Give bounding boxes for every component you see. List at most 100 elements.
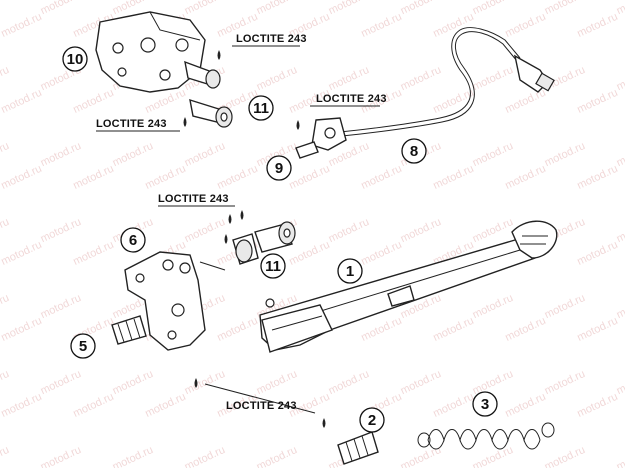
part-5-bolt [111, 315, 147, 345]
watermark-text: motod.ru [543, 368, 587, 397]
part-6-bracket [124, 251, 226, 351]
watermark-text: motod.ru [575, 239, 619, 268]
watermark-text: motod.ru [471, 64, 515, 93]
watermark-text: motod.ru [543, 444, 587, 468]
watermark-text: motod.ru [183, 0, 227, 17]
watermark-text: motod.ru [39, 292, 83, 321]
watermark-text: motod.ru [575, 87, 619, 116]
watermark-text: motod.ru [0, 315, 44, 344]
watermark-text: motod.ru [575, 391, 619, 420]
watermark-text: motod.ru [399, 444, 443, 468]
watermark-text: motod.ru [111, 368, 155, 397]
watermark-text: motod.ru [143, 163, 187, 192]
watermark-text: motod.ru [615, 0, 625, 17]
svg-text:6: 6 [129, 232, 137, 249]
part-10-bracket [95, 11, 221, 93]
watermark-text: motod.ru [39, 140, 83, 169]
watermark-text: motod.ru [327, 216, 371, 245]
watermark-text: motod.ru [359, 315, 403, 344]
watermark-text: motod.ru [143, 391, 187, 420]
loctite-drop-middle-c [224, 234, 228, 244]
watermark-text: motod.ru [615, 292, 625, 321]
watermark-text: motod.ru [359, 11, 403, 40]
part-1-side-stand [259, 220, 558, 353]
svg-text:10: 10 [67, 51, 84, 68]
watermark-text: motod.ru [71, 87, 115, 116]
callout-5: 5 [70, 333, 96, 359]
watermark-text: motod.ru [71, 391, 115, 420]
callout-11-upper: 11 [248, 95, 274, 121]
watermark-text: motod.ru [471, 368, 515, 397]
part-9-screw [295, 120, 319, 159]
watermark-text: motod.ru [0, 163, 44, 192]
callout-8: 8 [401, 138, 427, 164]
loctite-label-top-right: LOCTITE 243 [236, 33, 307, 45]
watermark-text: motod.ru [471, 0, 515, 17]
watermark-text: motod.ru [0, 292, 11, 321]
svg-text:8: 8 [410, 143, 418, 160]
watermark-text: motod.ru [431, 163, 475, 192]
loctite-drop-middle-b [240, 210, 244, 220]
loctite-drop-top [217, 50, 221, 60]
watermark-text: motod.ru [255, 368, 299, 397]
watermark-text: motod.ru [615, 368, 625, 397]
loctite-label-middle-left: LOCTITE 243 [158, 193, 229, 205]
watermark-text: motod.ru [471, 292, 515, 321]
watermark-text: motod.ru [503, 163, 547, 192]
watermark-text: motod.ru [471, 444, 515, 468]
watermark-text: motod.ru [287, 163, 331, 192]
callout-11-lower: 11 [260, 253, 286, 279]
watermark-text: motod.ru [543, 140, 587, 169]
watermark-text: motod.ru [215, 163, 259, 192]
part-2-bolt [322, 418, 379, 465]
watermark-text: motod.ru [399, 0, 443, 17]
svg-text:11: 11 [253, 100, 269, 117]
watermark-text: motod.ru [399, 368, 443, 397]
watermark-text: motod.ru [359, 163, 403, 192]
watermark-text: motod.ru [0, 239, 44, 268]
callout-3: 3 [472, 391, 498, 417]
loctite-drop-middle-a [228, 214, 232, 224]
watermark-text: motod.ru [575, 11, 619, 40]
watermark-text: motod.ru [0, 444, 11, 468]
watermark-text: motod.ru [503, 11, 547, 40]
watermark-text: motod.ru [471, 216, 515, 245]
part-8-sensor-cable [311, 27, 555, 151]
watermark-text: motod.ru [543, 292, 587, 321]
watermark-text: motod.ru [399, 64, 443, 93]
watermark-text: motod.ru [399, 216, 443, 245]
watermark-text: motod.ru [0, 391, 44, 420]
callout-10: 10 [62, 46, 88, 72]
svg-text:9: 9 [275, 160, 283, 177]
watermark-text: motod.ru [431, 315, 475, 344]
watermark-text: motod.ru [183, 368, 227, 397]
watermark-text: motod.ru [39, 444, 83, 468]
svg-text:3: 3 [481, 396, 489, 413]
watermark-text: motod.ru [39, 216, 83, 245]
watermark-text: motod.ru [39, 368, 83, 397]
loctite-drop-upper-left [183, 117, 187, 127]
watermark-text: motod.ru [0, 140, 11, 169]
watermark-text: motod.ru [471, 140, 515, 169]
watermark-text: motod.ru [287, 239, 331, 268]
part-11-lower-spacers [232, 221, 296, 265]
svg-text:2: 2 [368, 412, 376, 429]
part-11-upper-spacer [189, 98, 233, 128]
watermark-text: motod.ru [71, 163, 115, 192]
watermark-text: motod.ru [575, 315, 619, 344]
watermark-text: motod.ru [543, 0, 587, 17]
watermark-text: motod.ru [0, 64, 11, 93]
watermark-text: motod.ru [503, 315, 547, 344]
callout-2: 2 [359, 407, 385, 433]
watermark-text: motod.ru [575, 163, 619, 192]
watermark-text: motod.ru [327, 0, 371, 17]
loctite-leader-lines [96, 45, 380, 414]
watermark-text: motod.ru [615, 216, 625, 245]
watermark-text: motod.ru [111, 444, 155, 468]
loctite-label-upper-left: LOCTITE 243 [96, 118, 167, 130]
watermark-text: motod.ru [183, 140, 227, 169]
loctite-label-middle-right: LOCTITE 243 [316, 93, 387, 105]
watermark-text: motod.ru [615, 64, 625, 93]
watermark-text: motod.ru [503, 87, 547, 116]
